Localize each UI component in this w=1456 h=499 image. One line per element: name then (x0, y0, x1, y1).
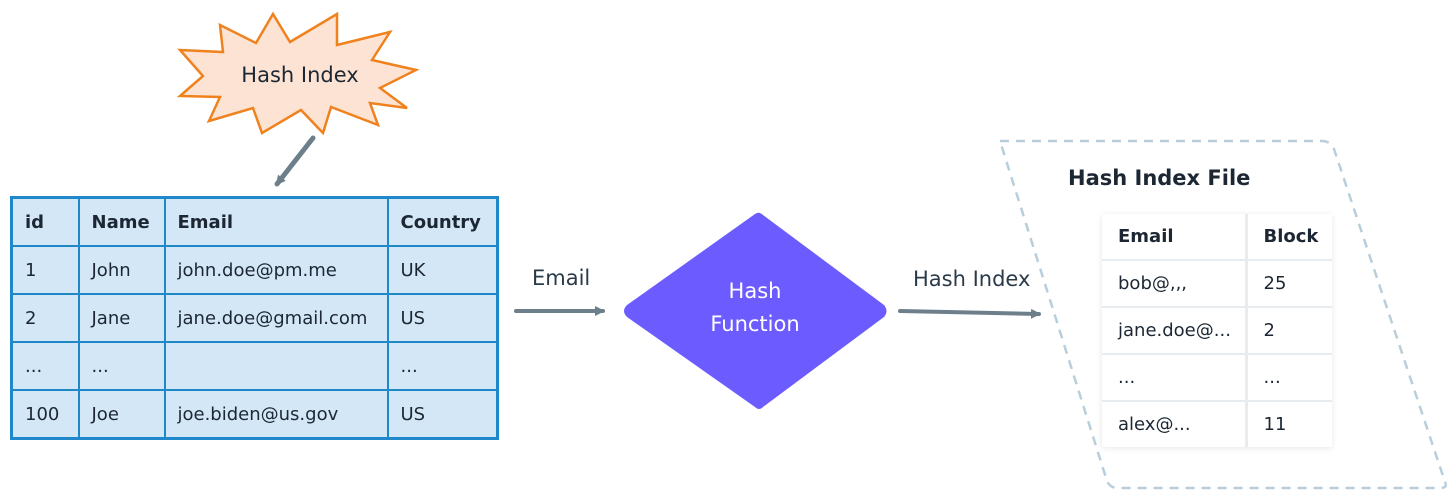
index-row: alex@... 11 (1102, 401, 1332, 447)
index-file-title: Hash Index File (1068, 166, 1251, 190)
cell-id: 1 (10, 245, 80, 295)
cell-country: US (386, 389, 499, 440)
cell-country: US (386, 293, 499, 343)
cell-name: John (77, 245, 166, 295)
hash-function-label: Hash Function (660, 275, 850, 341)
index-row: jane.doe@... 2 (1102, 307, 1332, 355)
cell-country: UK (386, 245, 499, 295)
index-cell-block: ... (1246, 354, 1332, 402)
table-row: 2 Jane jane.doe@gmail.com US (10, 293, 499, 343)
header-id: id (10, 196, 80, 247)
index-cell-email: ... (1102, 354, 1248, 402)
index-row: ... ... (1102, 354, 1332, 402)
index-cell-block: 25 (1246, 260, 1332, 308)
header-country: Country (386, 196, 499, 247)
index-cell-email: alex@... (1102, 401, 1248, 447)
index-cell-email: jane.doe@... (1102, 307, 1248, 355)
hash-index-edge-label: Hash Index (913, 267, 1031, 291)
index-file-table: Email Block bob@,,, 25 jane.doe@... 2 ..… (1102, 214, 1332, 447)
index-row: bob@,,, 25 (1102, 260, 1332, 308)
cell-id: 100 (10, 389, 80, 440)
table-row: 100 Joe joe.biden@us.gov US (10, 389, 499, 440)
cell-email: john.doe@pm.me (163, 245, 389, 295)
index-cell-block: 2 (1246, 307, 1332, 355)
cell-country: ... (386, 341, 499, 391)
email-edge-label: Email (532, 266, 591, 290)
burst-label: Hash Index (241, 63, 359, 87)
cell-email (163, 341, 389, 391)
cell-name: Jane (77, 293, 166, 343)
burst-to-table-arrow (274, 135, 316, 187)
index-cell-email: bob@,,, (1102, 260, 1248, 308)
table-row: ... ... ... (10, 341, 499, 391)
cell-name: Joe (77, 389, 166, 440)
index-header-email: Email (1102, 214, 1248, 261)
index-file-outline (998, 139, 1448, 490)
index-cell-block: 11 (1263, 414, 1287, 435)
hash-function-diamond (624, 212, 887, 409)
source-table: id Name Email Country 1 John john.doe@pm… (10, 196, 499, 440)
table-header-row: id Name Email Country (10, 196, 499, 247)
index-header-row: Email Block (1102, 214, 1332, 261)
hash-index-burst (176, 11, 420, 136)
cell-id: 2 (10, 293, 80, 343)
header-email: Email (163, 196, 389, 247)
hash-function-line2: Function (710, 312, 800, 336)
table-row: 1 John john.doe@pm.me UK (10, 245, 499, 295)
cell-name: ... (77, 341, 166, 391)
index-header-block: Block (1246, 214, 1332, 261)
cell-email: joe.biden@us.gov (163, 389, 389, 440)
hash-function-line1: Hash (728, 279, 782, 303)
cell-email: jane.doe@gmail.com (163, 293, 389, 343)
hash-index-arrow (898, 308, 1041, 319)
cell-id: ... (10, 341, 80, 391)
header-name: Name (77, 196, 166, 247)
